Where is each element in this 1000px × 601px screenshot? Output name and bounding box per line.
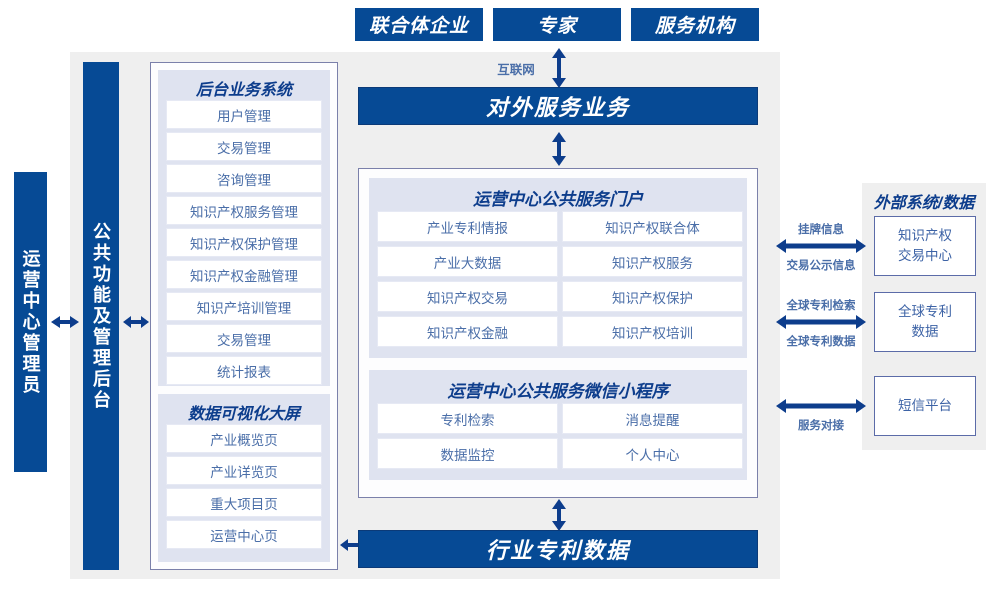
common-function-bar[interactable]: 公共功能及管理后台 [83,62,119,570]
external-box-line2: 数据 [911,324,939,339]
external-box-line2: 交易中心 [898,248,952,263]
external-arrow-label-below: 服务对接 [798,420,844,432]
external-service-label: 对外服务业务 [485,95,630,120]
dataviz-title: 数据可视化大屏 [187,406,300,423]
dataviz-item[interactable]: 产业概览页 [166,424,322,453]
actor-box-alliance[interactable]: 联合体企业 [355,8,483,41]
dataviz-item[interactable]: 重大项目页 [166,488,322,517]
operator-admin-label: 运营中心管理员 [20,248,41,396]
external-service-bar[interactable]: 对外服务业务 [358,87,758,125]
external-connector-global-patent [775,312,867,332]
portal-item[interactable]: 知识产权服务 [562,246,743,277]
industry-patent-data-bar[interactable]: 行业专利数据 [358,530,758,568]
admin-to-platform-connector [50,312,80,332]
backoffice-item[interactable]: 知识产权服务管理 [166,196,322,225]
backoffice-item[interactable]: 知识产权金融管理 [166,260,322,289]
service-to-portal-connector [548,131,570,167]
actor-box-expert[interactable]: 专家 [493,8,621,41]
portal-item[interactable]: 知识产权联合体 [562,211,743,242]
portal-item[interactable]: 知识产权金融 [377,316,558,347]
external-arrow-label-above: 全球专利检索 [786,300,856,312]
operator-admin-bar[interactable]: 运营中心管理员 [14,172,47,472]
portal-item[interactable]: 知识产权交易 [377,281,558,312]
internet-label: 互联网 [497,63,535,77]
backoffice-item[interactable]: 知识产培训管理 [166,292,322,321]
actor-label: 专家 [536,16,577,37]
external-box-global-patent[interactable]: 全球专利 数据 [874,292,976,352]
backoffice-item[interactable]: 咨询管理 [166,164,322,193]
external-connector-ip-exchange [775,236,867,256]
external-box-ip-exchange[interactable]: 知识产权 交易中心 [874,216,976,276]
dataviz-item[interactable]: 产业详览页 [166,456,322,485]
external-systems-title: 外部系统/数据 [873,195,975,212]
external-arrow-label-below: 全球专利数据 [786,336,856,348]
external-arrow-label-above: 挂牌信息 [798,224,844,236]
actor-label: 联合体企业 [368,16,469,37]
external-box-line1: 短信平台 [898,398,952,414]
portal-title: 运营中心公共服务门户 [473,190,643,209]
internet-connector [548,46,570,90]
external-box-line1: 知识产权 [898,228,952,244]
common-function-label: 公共功能及管理后台 [91,221,111,411]
portal-item[interactable]: 产业专利情报 [377,211,558,242]
external-box-sms-platform[interactable]: 短信平台 [874,376,976,436]
external-connector-sms-platform [775,396,867,416]
external-arrow-label-below: 交易公示信息 [786,260,856,272]
backoffice-item[interactable]: 知识产权保护管理 [166,228,322,257]
dataviz-item[interactable]: 运营中心页 [166,520,322,549]
miniprogram-item[interactable]: 消息提醒 [562,403,743,434]
miniprogram-title: 运营中心公共服务微信小程序 [447,382,669,401]
actor-box-service-org[interactable]: 服务机构 [631,8,759,41]
portal-item[interactable]: 产业大数据 [377,246,558,277]
backoffice-item[interactable]: 交易管理 [166,132,322,161]
platform-to-backoffice-connector [122,312,150,332]
center-to-patentdata-connector [548,498,570,532]
portal-item[interactable]: 知识产权保护 [562,281,743,312]
external-box-line1: 全球专利 [898,304,952,320]
backoffice-title: 后台业务系统 [195,82,292,99]
backoffice-item[interactable]: 用户管理 [166,100,322,129]
miniprogram-item[interactable]: 专利检索 [377,403,558,434]
miniprogram-item[interactable]: 数据监控 [377,438,558,469]
backoffice-item[interactable]: 统计报表 [166,356,322,385]
actor-label: 服务机构 [654,16,735,37]
industry-patent-data-label: 行业专利数据 [485,538,630,563]
portal-item[interactable]: 知识产权培训 [562,316,743,347]
miniprogram-item[interactable]: 个人中心 [562,438,743,469]
backoffice-item[interactable]: 交易管理 [166,324,322,353]
